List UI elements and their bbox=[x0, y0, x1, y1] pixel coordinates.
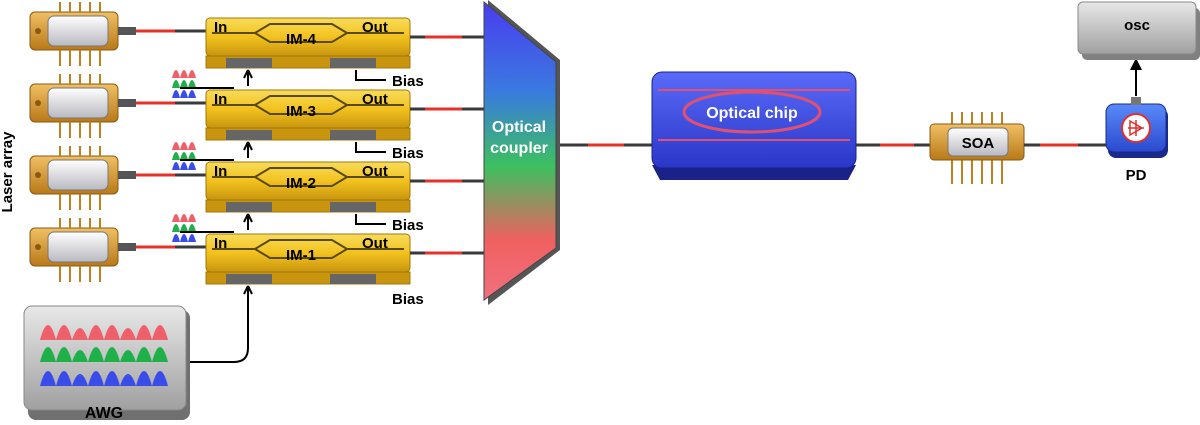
optical-coupler: Optical coupler bbox=[483, 0, 560, 305]
oscilloscope: osc bbox=[1077, 1, 1200, 60]
im-name-label: IM-3 bbox=[286, 103, 316, 120]
modulator-im-4 bbox=[205, 17, 411, 69]
chip-label: Optical chip bbox=[706, 105, 798, 122]
bias-label: Bias bbox=[392, 217, 424, 234]
bias-label: Bias bbox=[392, 145, 424, 162]
im-in-label: In bbox=[214, 91, 227, 108]
awg-label: AWG bbox=[85, 405, 123, 422]
soa-label: SOA bbox=[962, 135, 995, 152]
row-im-3: In IM-3 Out Bias bbox=[29, 74, 490, 170]
bias-label: Bias bbox=[392, 73, 424, 90]
laser-diode-1 bbox=[29, 2, 136, 66]
modulator-im-2 bbox=[205, 161, 411, 213]
awg-generator: AWG bbox=[23, 305, 190, 422]
modulator-im-3 bbox=[205, 89, 411, 141]
pulse-icon bbox=[172, 214, 234, 242]
awg-to-im-1-cable bbox=[190, 334, 249, 363]
laser-diode-2 bbox=[29, 74, 136, 138]
im-out-label: Out bbox=[362, 235, 388, 252]
modulator-im-1 bbox=[205, 233, 411, 285]
im-in-label: In bbox=[214, 163, 227, 180]
im-name-label: IM-1 bbox=[286, 247, 316, 264]
laser-array-label: Laser array bbox=[0, 131, 16, 213]
osc-label: osc bbox=[1124, 17, 1150, 34]
pd-label: PD bbox=[1126, 167, 1147, 184]
im-out-label: Out bbox=[362, 19, 388, 36]
im-in-label: In bbox=[214, 235, 227, 252]
awg-waveforms bbox=[40, 325, 168, 386]
coupler-label-line2: coupler bbox=[490, 140, 548, 157]
im-out-label: Out bbox=[362, 91, 388, 108]
pulse-icon bbox=[172, 142, 234, 170]
im-in-label: In bbox=[214, 19, 227, 36]
im-name-label: IM-2 bbox=[286, 175, 316, 192]
row-im-2: In IM-2 Out Bias bbox=[29, 146, 490, 242]
photodetector: PD bbox=[1105, 97, 1168, 184]
laser-diode-4 bbox=[29, 218, 136, 282]
pulse-icon bbox=[172, 70, 234, 98]
optical-chip: Optical chip bbox=[651, 71, 857, 180]
laser-diode-3 bbox=[29, 146, 136, 210]
soa-amplifier: SOA bbox=[929, 112, 1025, 184]
im-name-label: IM-4 bbox=[286, 31, 317, 48]
coupler-label-line1: Optical bbox=[492, 119, 546, 136]
im-out-label: Out bbox=[362, 163, 388, 180]
bias-label: Bias bbox=[392, 291, 424, 308]
row-im-1: In IM-1 Out Bias bbox=[29, 218, 490, 334]
row-im-4: In IM-4 Out Bias bbox=[29, 2, 490, 98]
